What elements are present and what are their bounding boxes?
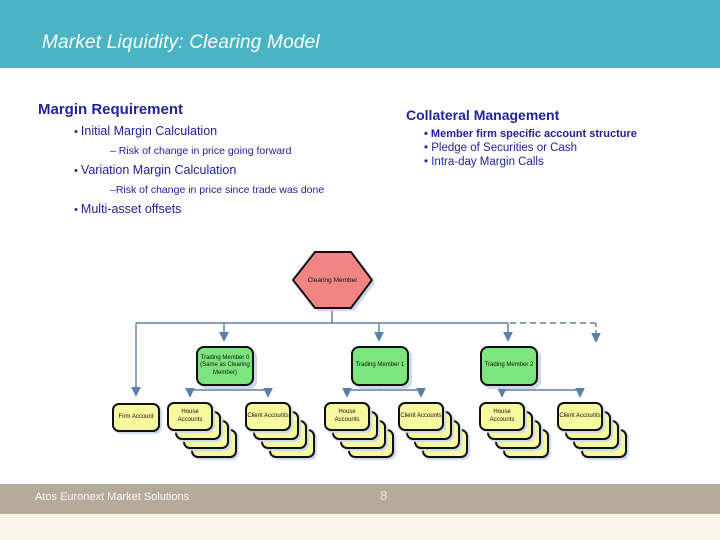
- bullet-variation-margin: Variation Margin Calculation: [74, 163, 388, 177]
- footer-cream-strip: [0, 514, 720, 540]
- client-accounts-stack-2: Client Accounts: [398, 402, 470, 460]
- page-number: 8: [380, 488, 388, 503]
- firm-account-node: Firm Account: [112, 403, 184, 461]
- account-box: House Accounts: [479, 402, 525, 431]
- margin-requirement-heading: Margin Requirement: [38, 101, 184, 118]
- trading-member-2-node: Trading Member 2: [480, 346, 538, 386]
- trading-member-0-node: Trading Member 0 (Same as Clearing Membe…: [196, 346, 254, 386]
- margin-requirement-section: Margin Requirement Initial Margin Calcul…: [38, 101, 388, 216]
- clearing-member-node: Clearing Member: [307, 276, 358, 284]
- account-box: House Accounts: [167, 402, 213, 431]
- client-accounts-stack-1: Client Accounts: [245, 402, 317, 460]
- slide-header-bar: Market Liquidity: Clearing Model: [0, 0, 720, 68]
- footer-bar: [0, 484, 720, 514]
- house-accounts-stack-2: House Accounts: [324, 402, 396, 460]
- collateral-management-section: Collateral Management Member firm specif…: [406, 107, 706, 168]
- account-box: Client Accounts: [398, 402, 444, 431]
- footer-company: Atos Euronext Market Solutions: [35, 491, 190, 503]
- sub-bullet-risk-since-trade: –Risk of change in price since trade was…: [110, 184, 325, 196]
- bullet-initial-margin: Initial Margin Calculation: [74, 124, 388, 138]
- sub-bullet-risk-forward: – Risk of change in price going forward: [110, 145, 292, 157]
- house-accounts-stack-1: House Accounts: [167, 402, 239, 460]
- bullet-intraday-calls: Intra-day Margin Calls: [424, 156, 706, 168]
- account-box: Firm Account: [112, 403, 160, 432]
- bullet-pledge: Pledge of Securities or Cash: [424, 142, 706, 154]
- account-box: Client Accounts: [245, 402, 291, 431]
- house-accounts-stack-3: House Accounts: [479, 402, 551, 460]
- bullet-member-firm-accounts: Member firm specific account structure: [424, 128, 706, 140]
- collateral-management-heading: Collateral Management: [406, 107, 560, 123]
- account-box: House Accounts: [324, 402, 370, 431]
- client-accounts-stack-3: Client Accounts: [557, 402, 629, 460]
- account-box: Client Accounts: [557, 402, 603, 431]
- trading-member-1-node: Trading Member 1: [351, 346, 409, 386]
- bullet-multi-asset: Multi-asset offsets: [74, 202, 388, 216]
- page-title: Market Liquidity: Clearing Model: [42, 32, 320, 53]
